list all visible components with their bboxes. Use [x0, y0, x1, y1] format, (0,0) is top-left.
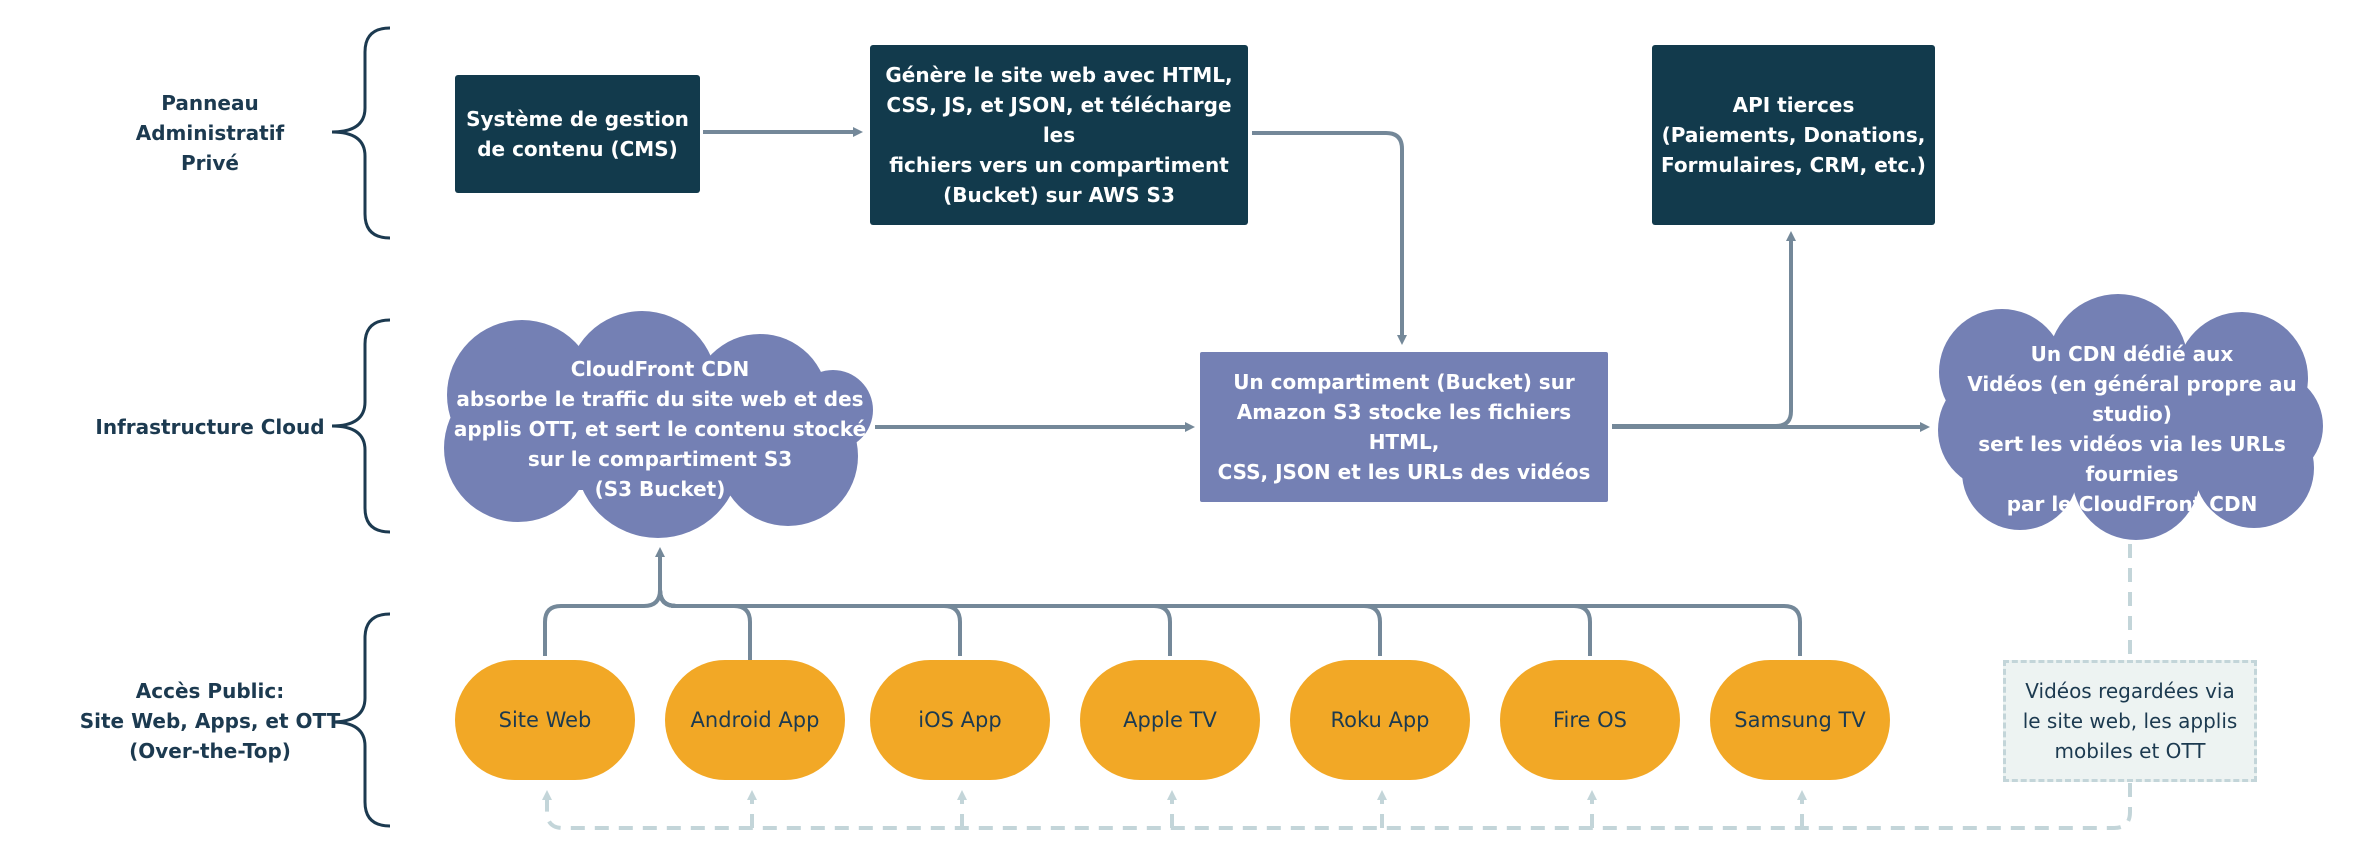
video-cdn-cloud-shape [1938, 294, 2323, 540]
client-label: Samsung TV [1734, 708, 1866, 732]
row-label-public: Accès Public: Site Web, Apps, et OTT (Ov… [40, 676, 380, 766]
dashed-bottom-return [542, 783, 2132, 830]
api-line: API tierces [1732, 93, 1855, 117]
row-label-cloud-line: Infrastructure Cloud [95, 415, 325, 439]
videocdn-line: sert les vidéos via les URLs fournies [1978, 432, 2286, 486]
client-fire-os: Fire OS [1500, 660, 1680, 780]
client-ios-app: iOS App [870, 660, 1050, 780]
generate-line: Génère le site web avec HTML, [885, 63, 1233, 87]
video-cdn-node: Un CDN dédié aux Vidéos (en général prop… [1930, 342, 2334, 516]
client-connectors [543, 589, 1802, 660]
cloudfront-line: CloudFront CDN [570, 357, 750, 381]
cms-line: Système de gestion [466, 107, 689, 131]
client-label: Fire OS [1552, 708, 1627, 732]
s3-line: CSS, JSON et les URLs des vidéos [1217, 460, 1591, 484]
third-party-api-node: API tierces (Paiements, Donations, Formu… [1652, 45, 1935, 225]
note-line: Vidéos regardées via [2025, 679, 2235, 703]
client-roku-app: Roku App [1290, 660, 1470, 780]
row-label-public-line: Site Web, Apps, et OTT [79, 709, 341, 733]
client-label: Site Web [498, 708, 592, 732]
cloudfront-line: absorbe le traffic du site web et des [456, 387, 864, 411]
note-line: le site web, les applis [2022, 709, 2238, 733]
row-label-admin-line: Panneau [161, 91, 259, 115]
cloudfront-cdn-node: CloudFront CDN absorbe le traffic du sit… [445, 350, 875, 508]
brace-public [331, 612, 391, 828]
row-label-public-line: (Over-the-Top) [129, 739, 291, 763]
client-label: Apple TV [1123, 708, 1217, 732]
client-samsung-tv: Samsung TV [1710, 660, 1890, 780]
cms-node: Système de gestion de contenu (CMS) [455, 75, 700, 193]
brace-admin [331, 26, 391, 240]
row-label-public-line: Accès Public: [135, 679, 285, 703]
cloudfront-line: applis OTT, et sert le contenu stocké [453, 417, 867, 441]
generate-line: fichiers vers un compartiment [889, 153, 1229, 177]
note-line: mobiles et OTT [2054, 739, 2206, 763]
cms-line: de contenu (CMS) [477, 137, 678, 161]
generate-site-node: Génère le site web avec HTML, CSS, JS, e… [870, 45, 1248, 225]
cloudfront-line: (S3 Bucket) [594, 477, 726, 501]
row-label-admin: Panneau Administratif Privé [60, 88, 360, 178]
generate-line: CSS, JS, et JSON, et télécharge les [886, 93, 1232, 147]
api-line: Formulaires, CRM, etc.) [1661, 153, 1926, 177]
client-apple-tv: Apple TV [1080, 660, 1260, 780]
arrow-generate-to-s3 [1252, 131, 1407, 345]
generate-line: (Bucket) sur AWS S3 [943, 183, 1175, 207]
videos-watched-note: Vidéos regardées via le site web, les ap… [2003, 660, 2257, 782]
api-line: (Paiements, Donations, [1661, 123, 1926, 147]
client-site-web: Site Web [455, 660, 635, 780]
client-android-app: Android App [665, 660, 845, 780]
s3-bucket-node: Un compartiment (Bucket) sur Amazon S3 s… [1200, 352, 1608, 502]
arrow-s3-to-api [1612, 231, 1796, 428]
videocdn-line: par le CloudFront CDN [2006, 492, 2258, 516]
row-label-admin-line: Privé [181, 151, 239, 175]
s3-line: Amazon S3 stocke les fichiers HTML, [1236, 400, 1572, 454]
videocdn-line: Vidéos (en général propre au studio) [1967, 372, 2297, 426]
client-label: iOS App [918, 708, 1002, 732]
cloudfront-cloud-shape [444, 311, 873, 538]
client-label: Roku App [1330, 708, 1430, 732]
row-label-admin-line: Administratif [135, 121, 285, 145]
videocdn-line: Un CDN dédié aux [2030, 342, 2234, 366]
brace-cloud [331, 318, 391, 534]
cloudfront-line: sur le compartiment S3 [527, 447, 793, 471]
dashed-client-branches [747, 790, 1807, 828]
s3-line: Un compartiment (Bucket) sur [1233, 370, 1575, 394]
row-label-cloud: Infrastructure Cloud [60, 412, 360, 442]
client-label: Android App [690, 708, 820, 732]
